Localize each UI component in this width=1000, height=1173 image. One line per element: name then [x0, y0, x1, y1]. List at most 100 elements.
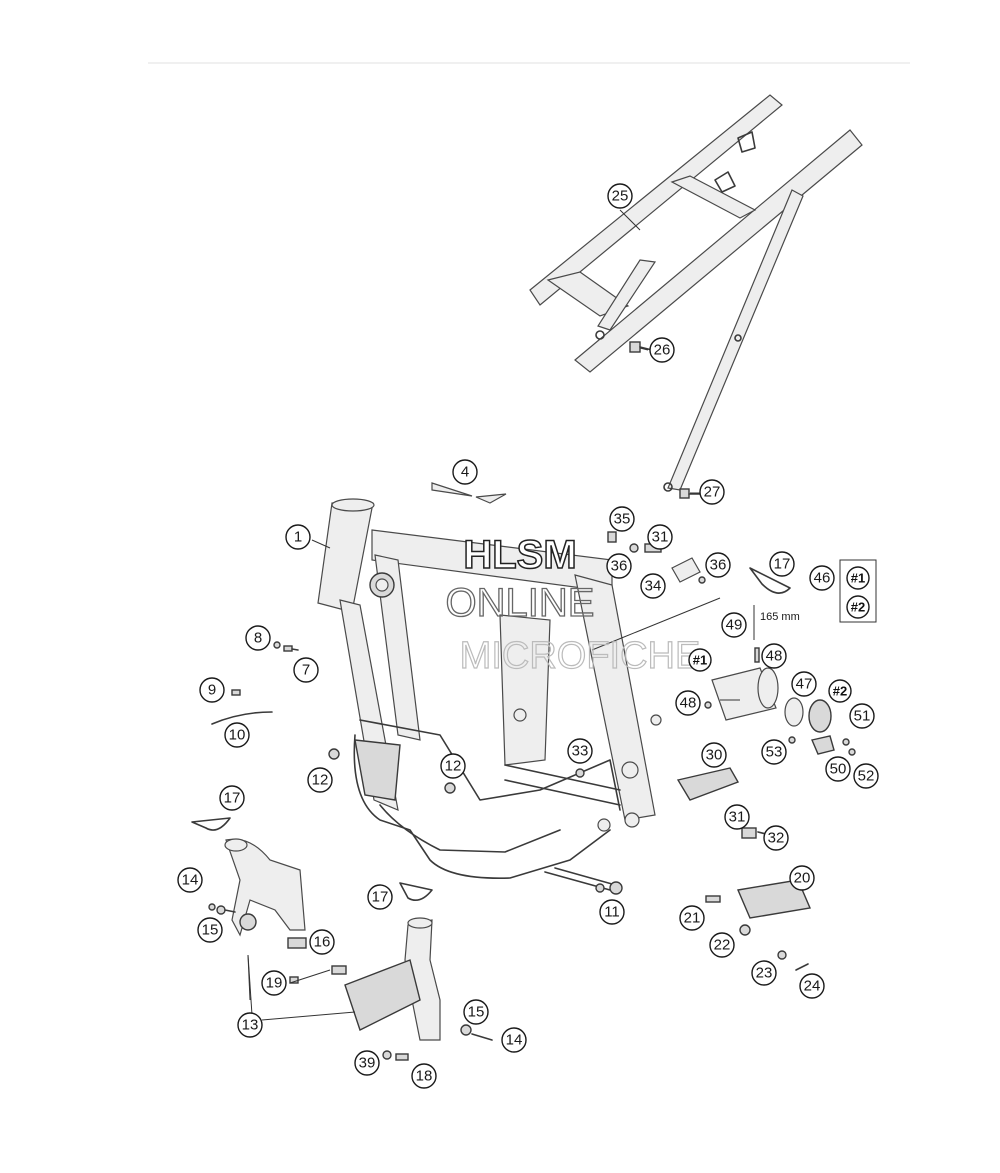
- callout-16: 16: [309, 929, 335, 955]
- spacer-31: [741, 827, 757, 839]
- callout-23: 23: [751, 960, 777, 986]
- callout-17: 17: [219, 785, 245, 811]
- bolt-18: [395, 1053, 409, 1061]
- callout-circle: [761, 643, 787, 669]
- callout-circle: [705, 552, 731, 578]
- callout-circle: [699, 479, 725, 505]
- callout-15: 15: [197, 917, 223, 943]
- callout-number: 8: [254, 630, 262, 647]
- watermark: HLSM ONLINE MICROFICHE: [445, 532, 701, 677]
- bracket-30: [676, 767, 740, 801]
- nut-12a: [328, 748, 340, 760]
- callout-circle: [761, 739, 787, 765]
- watermark-line-2: ONLINE: [446, 581, 595, 625]
- callout-12: 12: [440, 753, 466, 779]
- callout-circle: [224, 722, 250, 748]
- variant-tag-1: #1: [851, 571, 865, 586]
- variant-tag-2: #2: [851, 600, 865, 615]
- callout-circle: [237, 1012, 263, 1038]
- callout-13: 13: [237, 1012, 263, 1038]
- callout-circle: [791, 671, 817, 697]
- callout-53: 53: [761, 739, 787, 765]
- bolt-14-right: [460, 1024, 493, 1041]
- callout-number: 21: [684, 910, 701, 927]
- callout-circle: [177, 867, 203, 893]
- callout-27: 27: [699, 479, 725, 505]
- callout-circle: [825, 756, 851, 782]
- frame-guard-right: [289, 917, 441, 1041]
- callout-4: 4: [452, 459, 478, 485]
- callout-circle: [609, 506, 635, 532]
- cable-tie-17b: [399, 882, 433, 901]
- callout-20: 20: [789, 865, 815, 891]
- washer-39: [382, 1050, 392, 1060]
- callout-11: 11: [599, 899, 625, 925]
- callout-30: 30: [701, 742, 727, 768]
- callout-52: 52: [853, 763, 879, 789]
- bolt-7: [273, 641, 299, 652]
- callout-21: 21: [679, 905, 705, 931]
- callout-circle: [701, 742, 727, 768]
- callout-circle: [261, 970, 287, 996]
- callout-number: 24: [804, 978, 821, 995]
- callout-32: 32: [763, 825, 789, 851]
- callout-49: 49: [721, 612, 747, 638]
- callout-number: 4: [461, 464, 469, 481]
- callout-circle: [285, 524, 311, 550]
- callout-36: 36: [606, 553, 632, 579]
- callout-number: 12: [445, 758, 462, 775]
- callout-number: 13: [242, 1017, 259, 1034]
- callout-9: 9: [199, 677, 225, 703]
- callout-circle: [567, 738, 593, 764]
- callout-number: 30: [706, 747, 723, 764]
- pin-21: [705, 895, 721, 903]
- callout-circle: [809, 565, 835, 591]
- callout-number: 15: [468, 1004, 485, 1021]
- hose-10: [211, 711, 273, 725]
- callout-46: 46: [809, 565, 835, 591]
- callout-51: 51: [849, 703, 875, 729]
- callout-circle: [724, 804, 750, 830]
- callout-circle: [640, 573, 666, 599]
- axle-11: [544, 867, 623, 895]
- svg-text:#1: #1: [693, 653, 707, 668]
- cable-tie-17a: [191, 817, 231, 831]
- callout-number: 23: [756, 965, 773, 982]
- callout-circle: [452, 459, 478, 485]
- callout-circle: [675, 690, 701, 716]
- callout-number: 7: [302, 662, 310, 679]
- callout-circle: [411, 1063, 437, 1089]
- dimension-label: 165 mm: [760, 611, 800, 623]
- callout-number: 18: [416, 1068, 433, 1085]
- callout-number: 17: [372, 889, 389, 906]
- callout-circle: [679, 905, 705, 931]
- callout-number: 46: [814, 570, 831, 587]
- rear-subframe: [529, 94, 863, 492]
- callout-10: 10: [224, 722, 250, 748]
- silencer-assembly: [704, 647, 856, 756]
- callout-number: 9: [208, 682, 216, 699]
- callout-36: 36: [705, 552, 731, 578]
- callout-35: 35: [609, 506, 635, 532]
- silencer-tag-2: #2: [828, 679, 852, 703]
- nut-33: [575, 768, 585, 778]
- callout-circle: [367, 884, 393, 910]
- callout-circle: [647, 524, 673, 550]
- callout-circle: [354, 1050, 380, 1076]
- callout-circle: [463, 999, 489, 1025]
- callout-circle: [293, 657, 319, 683]
- callout-circle: [599, 899, 625, 925]
- callout-number: 36: [611, 558, 628, 575]
- callout-47: 47: [791, 671, 817, 697]
- callout-25: 25: [607, 183, 633, 209]
- callout-circle: [219, 785, 245, 811]
- callout-number: 14: [182, 872, 199, 889]
- svg-text:#2: #2: [833, 684, 847, 699]
- watermark-line-3: MICROFICHE: [460, 635, 701, 677]
- callout-circle: [307, 767, 333, 793]
- callout-number: 47: [796, 676, 813, 693]
- callout-17: 17: [769, 551, 795, 577]
- callout-circle: [607, 183, 633, 209]
- callout-circle: [501, 1027, 527, 1053]
